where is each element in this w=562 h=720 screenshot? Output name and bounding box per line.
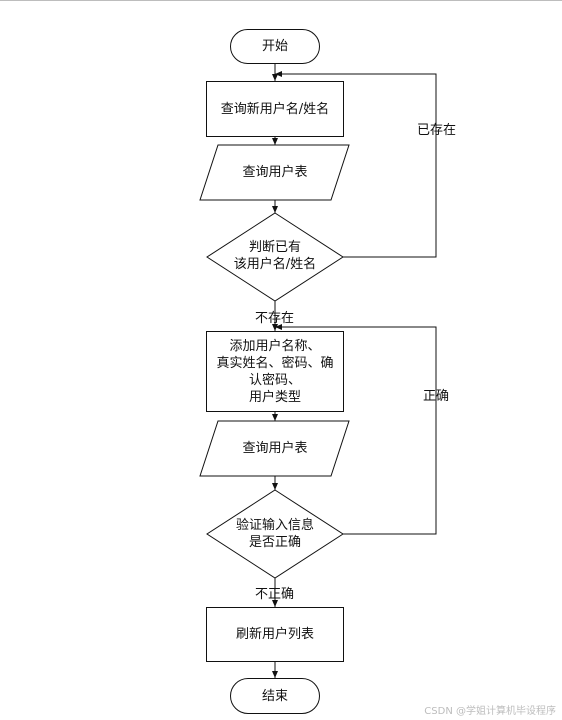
query-table-1-shape [199, 144, 350, 201]
edge-exists-loop [275, 71, 437, 258]
check-exists-node: 判断已有 该用户名/姓名 [215, 236, 335, 276]
query-table-2-node-label: 查询用户表 [242, 441, 308, 456]
start-node-label: 开始 [261, 39, 288, 54]
query-name-node: 查询新用户名/姓名 [206, 81, 344, 137]
verify-node: 验证输入信息 是否正确 [215, 514, 335, 554]
query-table-2-shape [199, 420, 350, 477]
query-table-1-node-label: 查询用户表 [242, 165, 308, 180]
add-user-node: 添加用户名称、 真实姓名、密码、确 认密码、 用户类型 [206, 331, 344, 412]
query-name-node-label: 查询新用户名/姓名 [220, 101, 330, 117]
top-border-line [0, 0, 562, 1]
add-user-node-label: 添加用户名称、 真实姓名、密码、确 认密码、 用户类型 [216, 338, 334, 405]
edge-label-correct: 正确 [423, 389, 450, 404]
end-node-label: 结束 [261, 688, 288, 704]
query-table-1-node: 查询用户表 [210, 145, 340, 200]
refresh-node: 刷新用户列表 [206, 607, 344, 662]
verify-node-label: 验证输入信息 是否正确 [235, 518, 314, 550]
check-exists-node-label: 判断已有 该用户名/姓名 [233, 240, 317, 272]
end-node: 结束 [230, 678, 320, 714]
edge-label-incorrect: 不正确 [255, 587, 295, 602]
watermark: CSDN @学姐计算机毕设程序 [424, 706, 556, 717]
refresh-node-label: 刷新用户列表 [235, 627, 314, 642]
edge-correct-loop [275, 324, 437, 535]
start-node: 开始 [230, 29, 320, 64]
query-table-2-node: 查询用户表 [210, 421, 340, 476]
edge-label-exists: 已存在 [417, 123, 457, 138]
edge-label-not-exists: 不存在 [255, 311, 295, 326]
